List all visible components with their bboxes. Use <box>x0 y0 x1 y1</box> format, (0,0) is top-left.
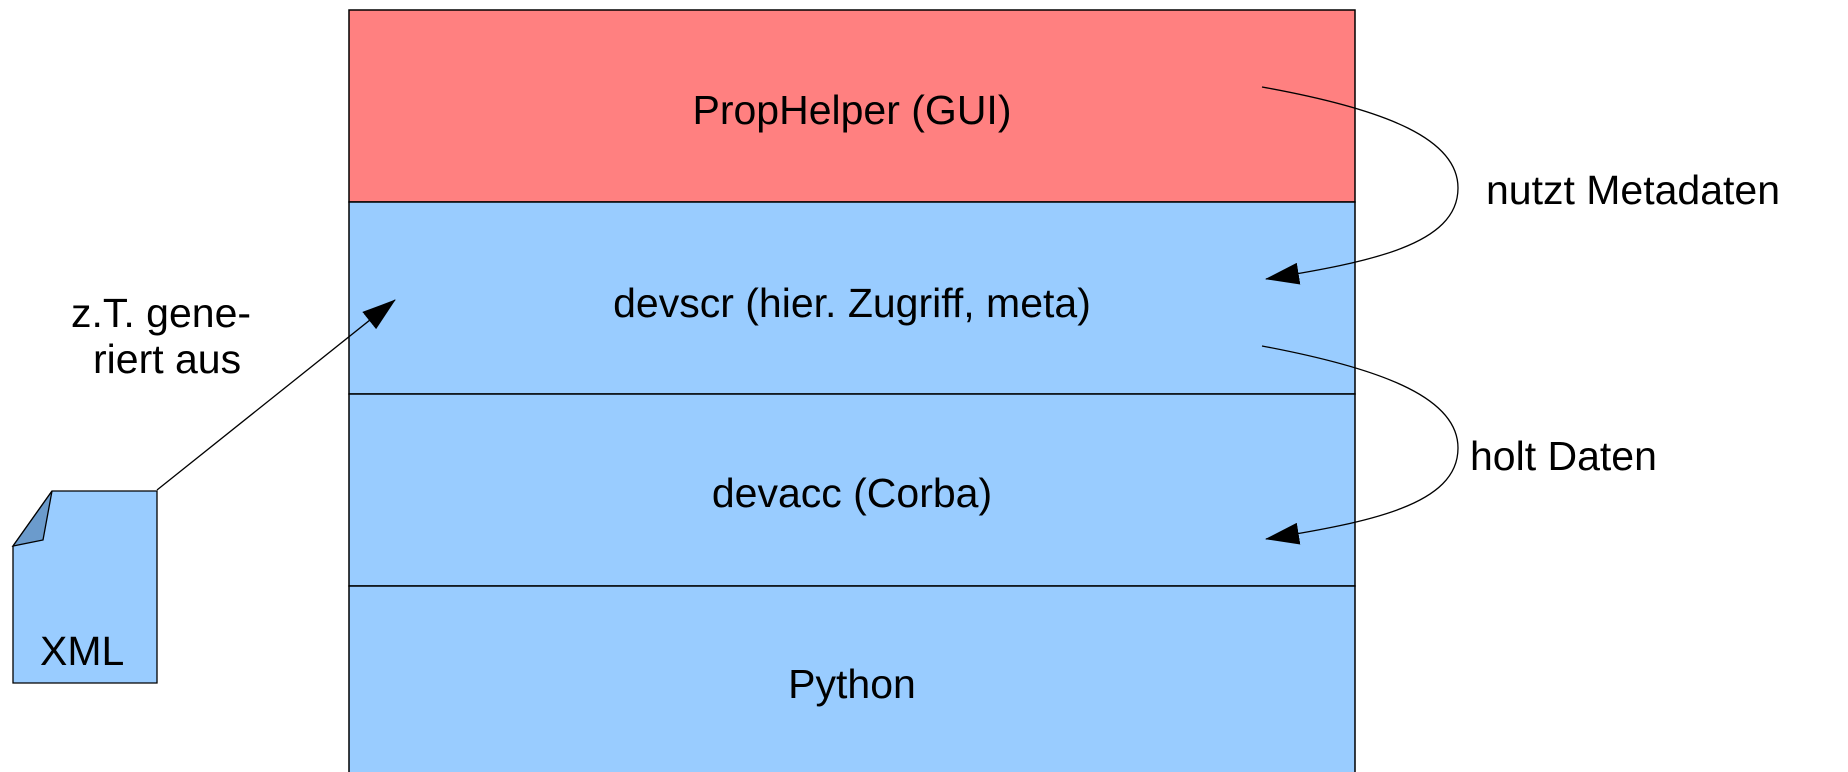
xml-file-label: XML <box>40 628 124 674</box>
generated-label-line2: riert aus <box>93 336 241 382</box>
layer-prophelper-box <box>348 9 1356 203</box>
uses-metadata-label: nutzt Metadaten <box>1486 167 1780 213</box>
fetches-data-arrow <box>1261 345 1459 545</box>
layer-stack: PropHelper (GUI) devscr (hier. Zugriff, … <box>348 9 1356 772</box>
layer-prophelper: PropHelper (GUI) <box>348 9 1356 203</box>
layer-devscr-label: devscr (hier. Zugriff, meta) <box>613 280 1091 326</box>
layer-devscr: devscr (hier. Zugriff, meta) <box>348 201 1356 395</box>
layer-prophelper-label: PropHelper (GUI) <box>693 87 1012 133</box>
generated-from-arrow <box>156 299 396 491</box>
layer-devacc-label: devacc (Corba) <box>712 470 992 516</box>
generated-label-line1: z.T. gene- <box>71 290 251 336</box>
uses-metadata-arrow <box>1261 86 1459 285</box>
fetches-data-label: holt Daten <box>1470 433 1657 479</box>
layer-python-label: Python <box>788 661 916 707</box>
layer-python-box <box>348 585 1356 772</box>
layer-devacc: devacc (Corba) <box>348 393 1356 587</box>
xml-file-fold <box>11 490 53 547</box>
layer-devscr-box <box>348 201 1356 395</box>
layer-python: Python <box>348 585 1356 772</box>
layer-devacc-box <box>348 393 1356 587</box>
xml-file-icon: XML <box>11 490 158 684</box>
